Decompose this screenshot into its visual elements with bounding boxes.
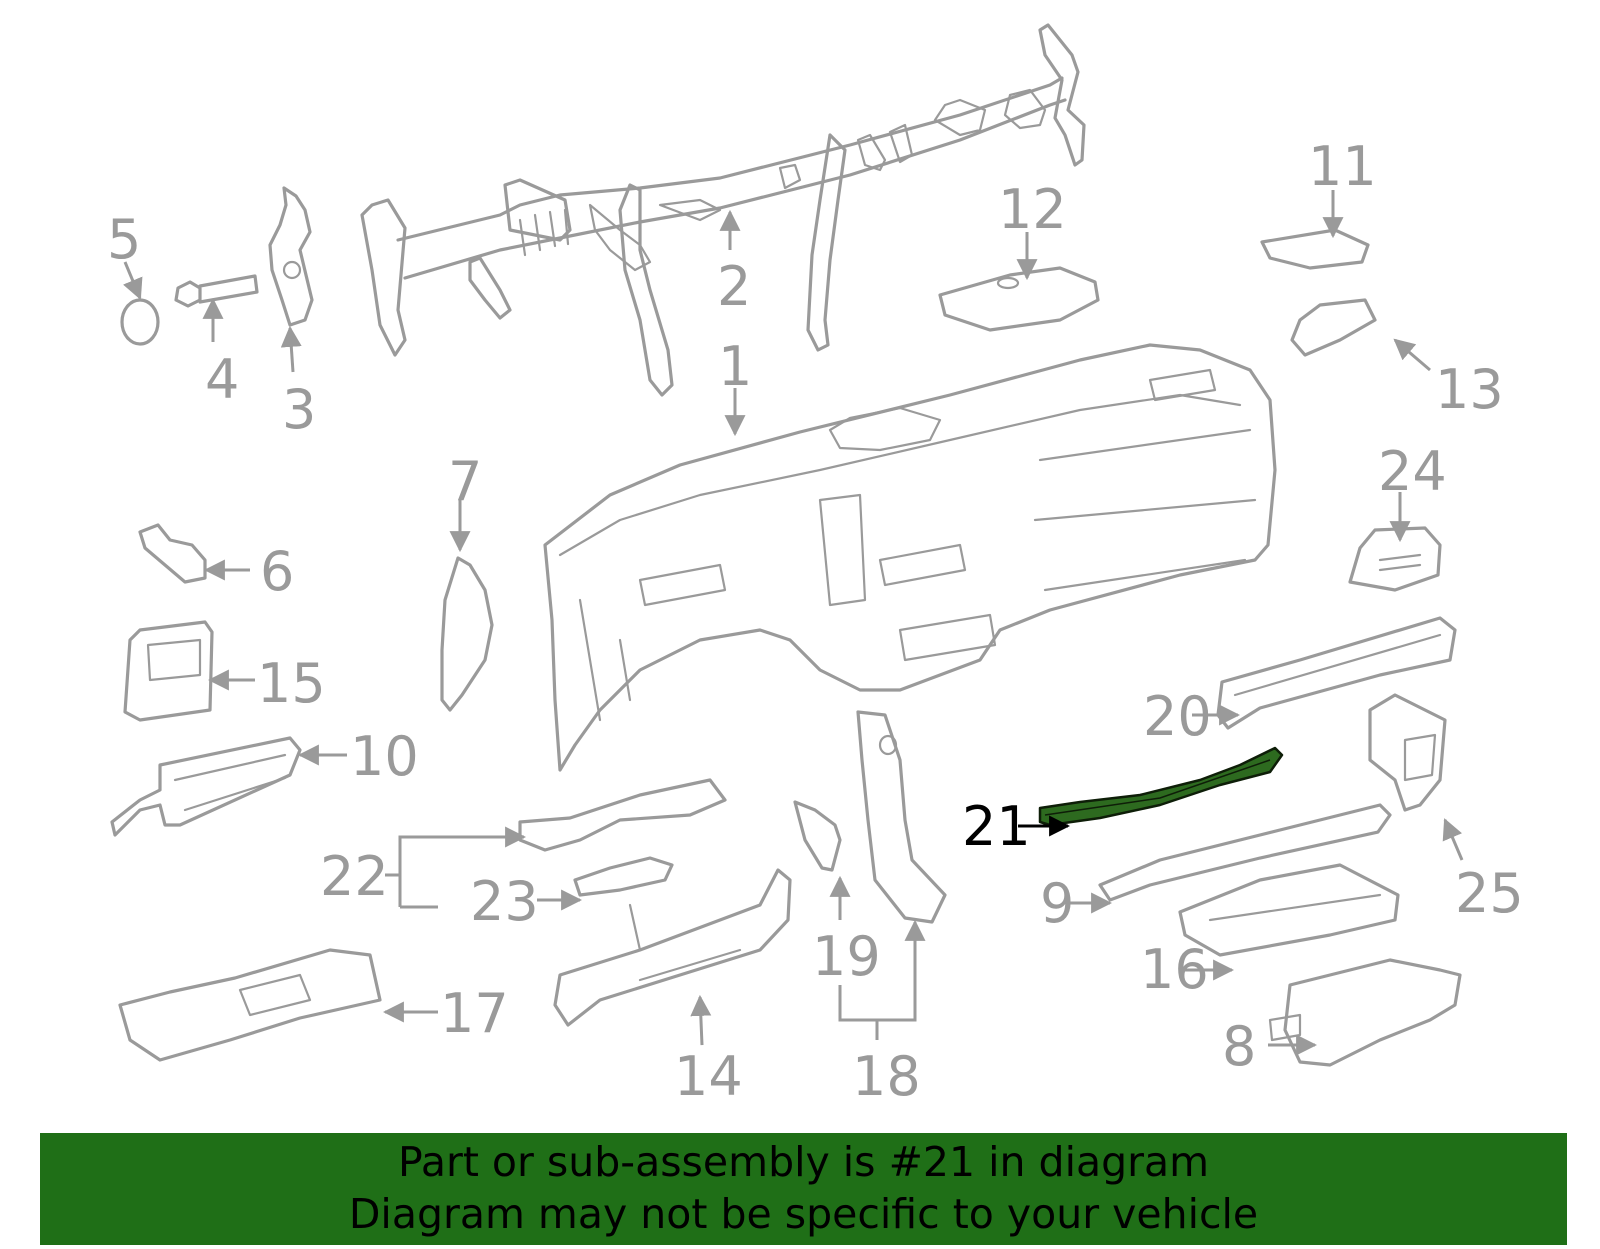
part-2-reinforcement-beam[interactable] xyxy=(360,23,1086,397)
part-1-instrument-panel[interactable] xyxy=(543,343,1277,772)
part-18-side-panel[interactable] xyxy=(856,710,947,924)
callout-8: 8 xyxy=(1222,1015,1256,1078)
part-17-lower-dash[interactable] xyxy=(118,948,382,1062)
leader-lines xyxy=(123,190,1464,1056)
callout-18: 18 xyxy=(852,1045,921,1108)
callout-10: 10 xyxy=(350,725,419,788)
part-12-lid[interactable] xyxy=(938,266,1100,332)
part-7-side-cover[interactable] xyxy=(440,556,494,712)
callout-9: 9 xyxy=(1040,872,1074,935)
callout-11: 11 xyxy=(1308,135,1377,198)
part-8-airbag[interactable] xyxy=(1268,958,1462,1067)
callout-17: 17 xyxy=(440,982,509,1045)
part-9-lower-panel[interactable] xyxy=(1098,803,1392,902)
part-24-vent[interactable] xyxy=(1348,526,1442,592)
callout-21: 21 xyxy=(962,795,1031,858)
info-banner: Part or sub-assembly is #21 in diagram D… xyxy=(40,1133,1567,1245)
callout-2: 2 xyxy=(717,255,751,318)
part-6-clip[interactable] xyxy=(138,523,207,584)
part-5-cap[interactable] xyxy=(120,298,160,346)
callout-22: 22 xyxy=(320,845,389,908)
part-20-upper-panel[interactable] xyxy=(1216,616,1457,730)
part-16-glove-box[interactable] xyxy=(1178,863,1400,957)
callout-6: 6 xyxy=(260,540,294,603)
callout-5: 5 xyxy=(107,208,141,271)
part-4-bolt[interactable] xyxy=(174,274,259,308)
part-13-vent[interactable] xyxy=(1290,298,1377,357)
callout-3: 3 xyxy=(282,378,316,441)
part-3-bracket[interactable] xyxy=(268,186,314,327)
part-10-panel[interactable] xyxy=(110,736,302,837)
callout-20: 20 xyxy=(1143,685,1212,748)
callout-19: 19 xyxy=(812,925,881,988)
callout-7: 7 xyxy=(448,450,482,513)
part-21-highlighted[interactable] xyxy=(1038,746,1284,827)
banner-line-2: Diagram may not be specific to your vehi… xyxy=(348,1190,1259,1238)
part-22-trim[interactable] xyxy=(518,778,727,852)
part-11-trim[interactable] xyxy=(1260,228,1370,270)
callout-16: 16 xyxy=(1140,938,1209,1001)
callout-15: 15 xyxy=(257,652,326,715)
callout-12: 12 xyxy=(998,178,1067,241)
callout-25: 25 xyxy=(1455,862,1524,925)
callout-24: 24 xyxy=(1378,440,1447,503)
part-23-clip-rail[interactable] xyxy=(573,856,674,897)
part-25-vent[interactable] xyxy=(1368,693,1447,812)
callout-4: 4 xyxy=(205,348,239,411)
part-14-knee-panel[interactable] xyxy=(553,868,792,1027)
part-15-switch-box[interactable] xyxy=(123,620,214,722)
banner-line-1: Part or sub-assembly is #21 in diagram xyxy=(397,1138,1210,1186)
callout-14: 14 xyxy=(674,1045,743,1108)
callout-23: 23 xyxy=(470,870,539,933)
part-19-clip[interactable] xyxy=(793,800,842,872)
callout-1: 1 xyxy=(718,335,752,398)
callout-labels: 5 4 3 2 1 12 11 13 24 7 6 15 10 20 21 25… xyxy=(107,135,1524,1108)
callout-13: 13 xyxy=(1435,358,1504,421)
